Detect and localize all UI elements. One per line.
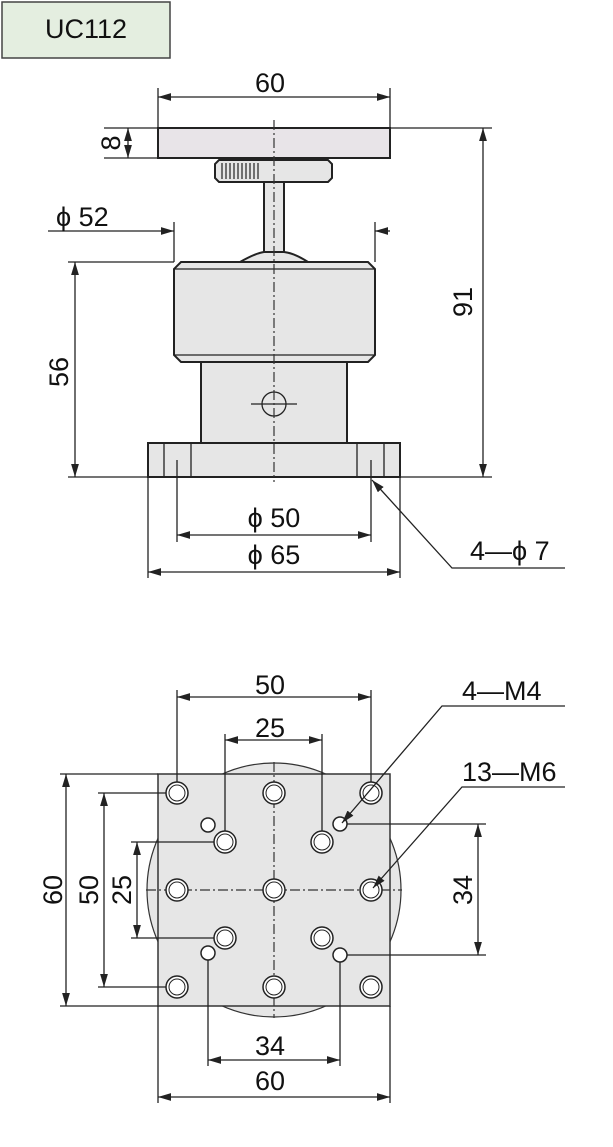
callout-mount-holes: 4—ϕ 7 <box>470 536 550 566</box>
dim-bolt-circle: ϕ 50 <box>248 503 301 533</box>
callout-m4: 4—M4 <box>462 676 542 706</box>
side-view: 60 8 ϕ 52 91 56 ϕ 50 ϕ 65 4—ϕ 7 <box>44 68 565 578</box>
dim-plate-thickness: 8 <box>96 135 126 150</box>
dim-total-height: 91 <box>448 287 478 317</box>
dim-top-width: 60 <box>255 68 285 98</box>
dim-plate-width: 60 <box>255 1066 285 1096</box>
model-label-text: UC112 <box>45 14 127 44</box>
upper-body <box>173 261 376 363</box>
dim-body-height: 56 <box>44 357 74 387</box>
top-view: 50 25 60 50 25 34 34 60 4—M4 13—M6 <box>38 670 565 1103</box>
dim-plate-height: 60 <box>38 875 68 905</box>
dim-m4-horiz-span: 34 <box>255 1031 285 1061</box>
dim-vert-span-inner: 25 <box>107 875 137 905</box>
dome <box>236 251 312 263</box>
model-label: UC112 <box>1 1 171 59</box>
dim-m4-vert-span: 34 <box>448 875 478 905</box>
dim-hole-span-outer: 50 <box>255 670 285 700</box>
dim-hole-span-inner: 25 <box>255 713 285 743</box>
flange-holes <box>163 443 385 477</box>
knob-knurl <box>221 163 259 179</box>
dim-base-diameter: ϕ 65 <box>248 540 301 570</box>
dim-body-diameter: ϕ 52 <box>56 202 109 232</box>
dim-vert-span-outer: 50 <box>74 875 104 905</box>
callout-m6: 13—M6 <box>462 757 557 787</box>
